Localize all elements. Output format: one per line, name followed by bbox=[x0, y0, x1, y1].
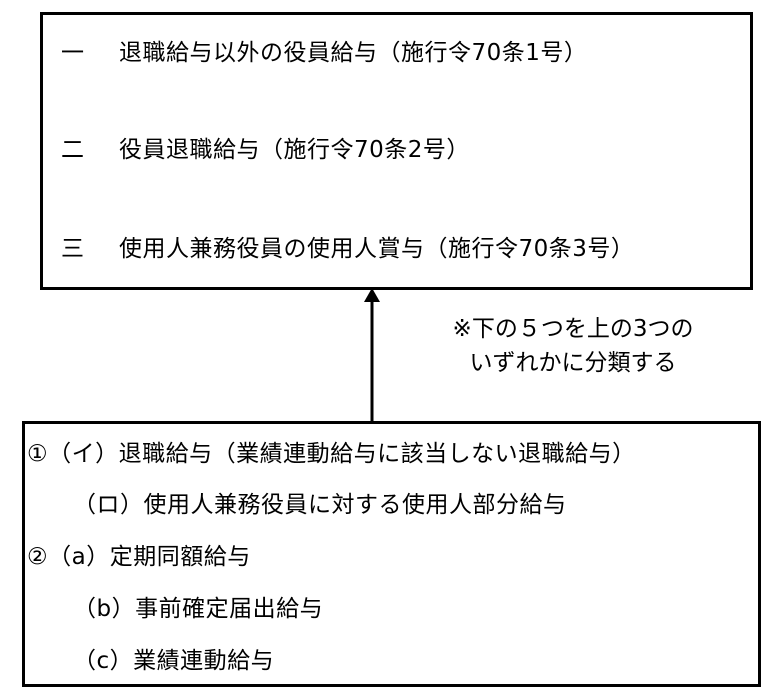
item: ②（a）定期同額給与 bbox=[27, 544, 251, 570]
category-item: 一 退職給与以外の役員給与（施行令70条1号） bbox=[61, 33, 587, 67]
category-text: 役員退職給与（施行令70条2号） bbox=[119, 137, 470, 163]
classification-note: ※下の５つを上の3つの いずれかに分類する bbox=[418, 312, 728, 380]
category-text: 使用人兼務役員の使用人賞与（施行令70条3号） bbox=[119, 236, 635, 262]
category-number: 二 bbox=[61, 137, 85, 163]
category-number: 一 bbox=[61, 40, 85, 66]
category-item: 二 役員退職給与（施行令70条2号） bbox=[61, 130, 470, 164]
note-line-1: ※下の５つを上の3つの bbox=[452, 316, 694, 342]
item: （b）事前確定届出給与 bbox=[73, 596, 324, 622]
category-item: 三 使用人兼務役員の使用人賞与（施行令70条3号） bbox=[61, 229, 634, 263]
up-arrow bbox=[364, 288, 380, 423]
item: （c）業績連動給与 bbox=[73, 648, 275, 674]
categories-box: 一 退職給与以外の役員給与（施行令70条1号） 二 役員退職給与（施行令70条2号）… bbox=[40, 12, 753, 290]
category-number: 三 bbox=[61, 236, 85, 262]
item: （ロ）使用人兼務役員に対する使用人部分給与 bbox=[73, 492, 567, 518]
items-box: ①（イ）退職給与（業績連動給与に該当しない退職給与） （ロ）使用人兼務役員に対す… bbox=[22, 421, 761, 687]
item: ①（イ）退職給与（業績連動給与に該当しない退職給与） bbox=[27, 441, 636, 467]
note-line-2: いずれかに分類する bbox=[469, 350, 677, 376]
category-text: 退職給与以外の役員給与（施行令70条1号） bbox=[119, 40, 588, 66]
